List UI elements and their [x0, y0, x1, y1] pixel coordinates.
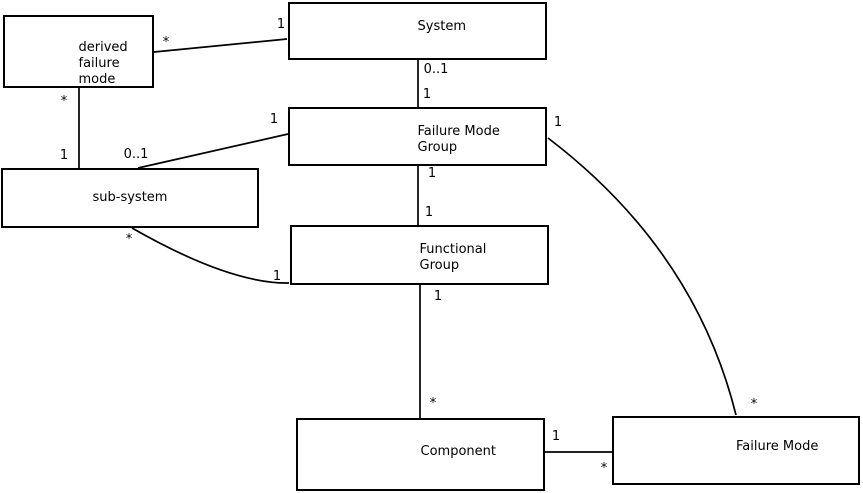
multiplicity-derived-failure-mode-system-from: * [162, 34, 170, 50]
multiplicity-system-failure-mode-group-to: 1 [422, 87, 432, 102]
node-component-label: Component [420, 444, 496, 459]
multiplicity-failure-mode-group-failure-mode-from: 1 [553, 115, 563, 130]
node-sub-system-label: sub-system [92, 190, 168, 205]
node-system-label: System [417, 19, 466, 34]
multiplicity-functional-group-component-to: * [429, 395, 437, 411]
multiplicity-component-failure-mode-from: 1 [551, 429, 561, 444]
node-sub-system: sub-system [1, 168, 259, 228]
multiplicity-sub-system-failure-mode-group-to: 1 [269, 112, 279, 127]
node-functional-group-label: Functional Group [419, 242, 487, 273]
multiplicity-failure-mode-group-failure-mode-to: * [750, 396, 758, 412]
node-functional-group: Functional Group [290, 225, 549, 285]
node-failure-mode-label: Failure Mode [736, 439, 819, 454]
multiplicity-component-failure-mode-to: * [600, 460, 608, 476]
multiplicity-sub-system-functional-group-from: * [125, 231, 133, 247]
multiplicity-failure-mode-group-functional-group-to: 1 [424, 205, 434, 220]
multiplicity-sub-system-failure-mode-group-from: 0..1 [123, 147, 149, 162]
multiplicity-functional-group-component-from: 1 [433, 289, 443, 304]
multiplicity-sub-system-functional-group-to: 1 [272, 269, 282, 284]
node-failure-mode: Failure Mode [612, 416, 860, 485]
multiplicity-derived-failure-mode-sub-system-to: 1 [59, 148, 69, 163]
multiplicity-system-failure-mode-group-from: 0..1 [423, 62, 449, 77]
node-component: Component [296, 418, 545, 491]
node-derived-failure-mode: derived failure mode [3, 15, 154, 88]
edge-derived-failure-mode-to-system [153, 38, 288, 53]
edge-failure-mode-group-to-failure-mode [547, 137, 737, 416]
edge-sub-system-to-failure-mode-group [137, 133, 289, 169]
multiplicity-derived-failure-mode-sub-system-from: * [60, 93, 68, 109]
node-failure-mode-group: Failure Mode Group [288, 107, 547, 166]
multiplicity-failure-mode-group-functional-group-from: 1 [427, 166, 437, 181]
node-derived-failure-mode-label: derived failure mode [78, 40, 128, 87]
multiplicity-derived-failure-mode-system-to: 1 [276, 17, 286, 32]
node-system: System [288, 2, 547, 60]
edge-sub-system-to-functional-group [131, 227, 290, 284]
node-failure-mode-group-label: Failure Mode Group [417, 124, 500, 155]
